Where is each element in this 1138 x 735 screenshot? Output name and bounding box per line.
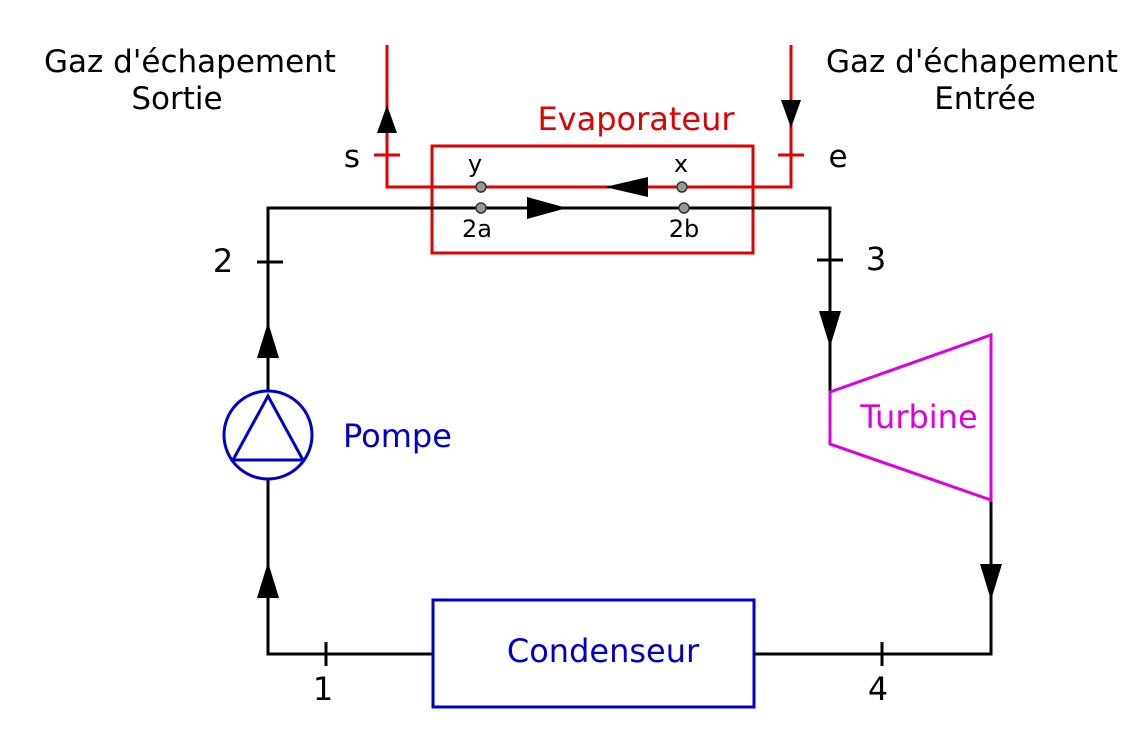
exhaust-out-label-line2: Sortie — [131, 81, 222, 117]
flow-arrow-before-pump — [257, 562, 279, 598]
state-2-label: 2 — [213, 242, 233, 280]
point-2b-marker — [678, 202, 690, 214]
exhaust-out-label-line1: Gaz d'échapement — [44, 44, 336, 80]
evaporator-label: Evaporateur — [537, 100, 735, 138]
evaporator-points — [475, 181, 690, 214]
turbine-label: Turbine — [859, 398, 977, 436]
condenser-box — [431, 598, 756, 709]
point-e-label: e — [828, 139, 847, 175]
turbine-symbol — [828, 332, 993, 503]
point-s-label: s — [344, 139, 360, 175]
point-y-marker — [475, 181, 487, 193]
state-1-label: 1 — [313, 670, 333, 708]
flow-arrow-evaporator — [527, 197, 567, 219]
flow-arrow-turbine-inlet — [819, 311, 841, 347]
evaporator-box — [430, 144, 755, 255]
exhaust-flow-arrow — [605, 177, 648, 197]
pump-label: Pompe — [343, 417, 452, 455]
exhaust-in-label-line2: Entrée — [934, 81, 1036, 117]
point-y-label: y — [468, 150, 482, 178]
point-x-label: x — [674, 150, 688, 178]
point-2b-label: 2b — [669, 215, 700, 243]
exhaust-in-label-line1: Gaz d'échapement — [826, 44, 1118, 80]
flow-arrow-after-pump — [257, 322, 279, 358]
point-2a-label: 2a — [462, 215, 492, 243]
exhaust-out-arrow — [377, 105, 397, 133]
point-2a-marker — [475, 202, 487, 214]
condenser-label: Condenseur — [507, 632, 700, 670]
exhaust-in-arrow — [781, 100, 801, 128]
state-4-label: 4 — [868, 670, 888, 708]
pump-symbol — [222, 389, 314, 481]
point-x-marker — [676, 181, 688, 193]
flow-arrow-turbine-outlet — [980, 564, 1002, 600]
state-3-label: 3 — [866, 240, 886, 278]
